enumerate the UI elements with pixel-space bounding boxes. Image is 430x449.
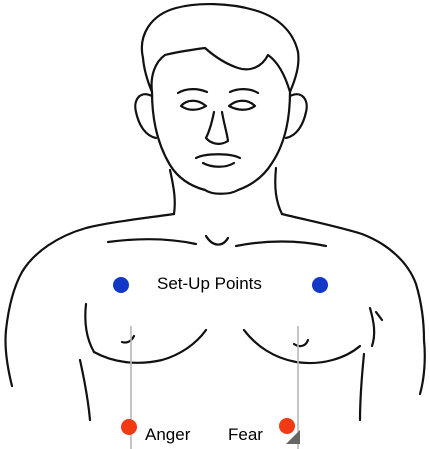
- fear-label: Fear: [228, 425, 263, 444]
- left-eyebrow: [178, 89, 207, 93]
- mouth: [196, 154, 240, 158]
- neck-right: [275, 168, 282, 214]
- nose: [206, 112, 228, 144]
- right-armpit-line: [370, 308, 374, 346]
- anger-label: Anger: [145, 425, 191, 444]
- left-collarbone: [108, 239, 196, 244]
- left-eye: [181, 101, 206, 110]
- right-deltoid-line: [376, 312, 382, 320]
- left-nipple: [122, 336, 134, 343]
- left-armpit-line: [85, 304, 94, 352]
- right-torso-side: [360, 354, 364, 420]
- neck-notch: [206, 236, 228, 245]
- right-eyebrow: [230, 89, 258, 93]
- face-left-outline: [152, 92, 205, 190]
- figure-outline: [5, 4, 424, 420]
- lower-lip: [203, 163, 234, 167]
- anger-point: [121, 419, 137, 435]
- right-arm: [420, 340, 425, 394]
- setup-points-label: Set-Up Points: [157, 274, 262, 293]
- left-setup-point: [113, 277, 129, 293]
- hair-outline: [142, 4, 299, 92]
- fear-point: [279, 418, 295, 434]
- right-collarbone: [236, 242, 326, 247]
- right-nipple: [294, 340, 308, 346]
- neck-left: [170, 170, 175, 214]
- right-shoulder: [282, 214, 424, 340]
- left-arm: [5, 330, 12, 386]
- face-right-outline: [238, 92, 290, 190]
- right-eye: [229, 101, 255, 110]
- chin-outline: [205, 190, 238, 194]
- left-torso-side: [80, 360, 90, 420]
- left-pectoral-line: [94, 330, 206, 363]
- left-shoulder: [6, 214, 174, 330]
- right-setup-point: [312, 277, 328, 293]
